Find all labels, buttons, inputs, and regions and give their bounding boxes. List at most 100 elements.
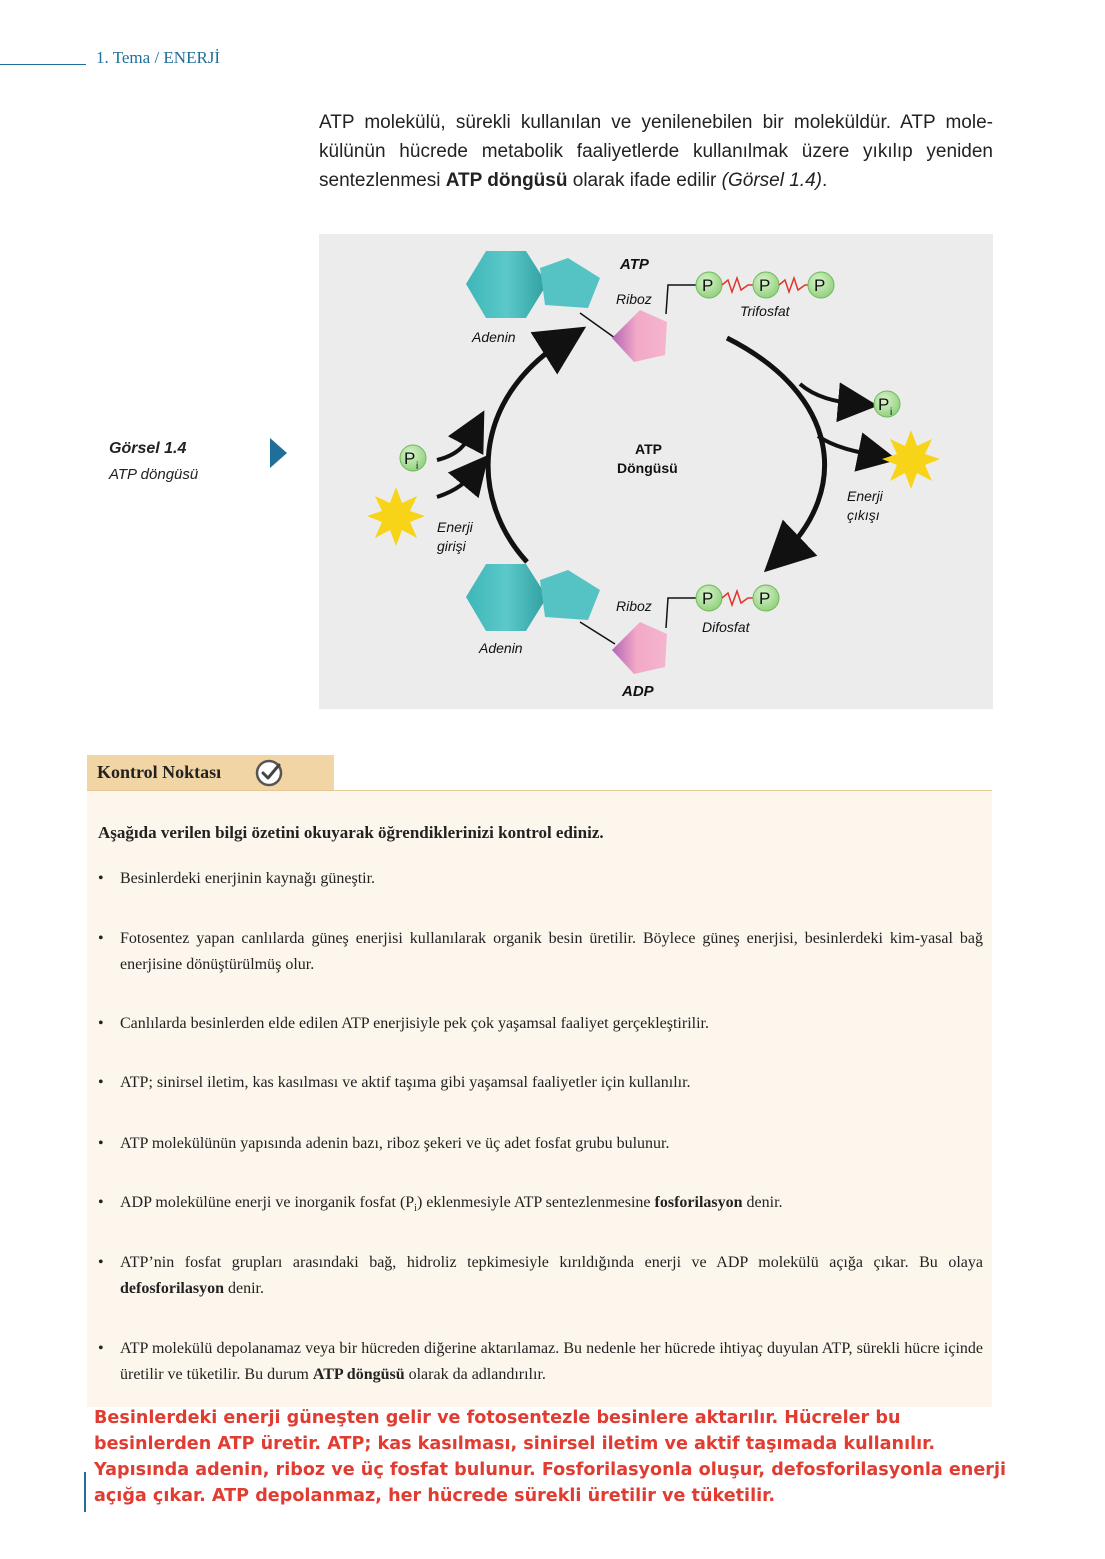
adenin-top-label: Adenin — [471, 329, 516, 345]
synthesis-arrow-icon — [485, 326, 587, 564]
energy-output-line1: Enerji — [847, 488, 884, 504]
bullet-text-mid: ) eklenmesiyle ATP sentezlenmesine — [416, 1194, 655, 1211]
list-item: • ATP molekülünün yapısında adenin bazı, … — [98, 1131, 983, 1157]
adp-phosphate-1-label: P — [702, 589, 713, 608]
cycle-label-line1: ATP — [635, 441, 662, 457]
riboz-top-label: Riboz — [616, 291, 652, 307]
pi-input-arrow-icon — [436, 410, 485, 462]
atp-cycle-figure: ATP Adenin Riboz P P P Trifosfat ATP Dö — [319, 234, 993, 709]
energy-input-arrow-icon — [436, 454, 489, 499]
bullet-dot: • — [98, 1015, 104, 1032]
adp-bond-icon — [721, 588, 753, 608]
adenine-hexagon-icon — [466, 251, 547, 318]
pi-input-icon: P i — [399, 444, 427, 472]
kontrol-divider — [87, 790, 992, 791]
bullet-dot: • — [98, 870, 104, 887]
bullet-text: ATP molekülünün yapısında adenin bazı, r… — [120, 1135, 670, 1152]
kontrol-lead-text: Aşağıda verilen bilgi özetini okuyarak ö… — [98, 823, 604, 842]
bullet-dot: • — [98, 1194, 104, 1211]
adp-molecule: Adenin Riboz P P Difosfat ADP — [466, 564, 780, 700]
bullet-dot: • — [98, 1135, 104, 1152]
energy-input-star-icon — [367, 487, 425, 546]
bullet-text-post: denir. — [742, 1194, 783, 1211]
high-energy-bond-1-icon — [721, 275, 753, 295]
checkmark-icon — [255, 759, 285, 792]
phosphate-3-label: P — [814, 276, 825, 295]
list-item: • Besinlerdeki enerjinin kaynağı güneştir… — [98, 866, 983, 892]
hydrolysis-arrow-icon — [725, 335, 827, 573]
adp-phosphate-2-icon — [752, 584, 780, 612]
caption-pointer-icon — [270, 438, 287, 468]
energy-output-arrow-icon — [816, 432, 898, 472]
bullet-text: ATP; sinirsel iletim, kas kasılması ve a… — [120, 1074, 691, 1091]
ribose-pentagon-bottom-icon — [612, 622, 667, 674]
adenine-pentagon-icon — [540, 258, 600, 308]
intro-end: . — [821, 170, 828, 191]
list-item: • Canlılarda besinlerden elde edilen ATP … — [98, 1011, 983, 1037]
list-item: •ATP’nin fosfat grupları arasındaki bağ,… — [98, 1250, 983, 1302]
pi-output-arrow-icon — [798, 382, 878, 423]
bullet-text: ATP’nin fosfat grupları arasındaki bağ, … — [120, 1250, 983, 1302]
atp-cycle-diagram: ATP Adenin Riboz P P P Trifosfat ATP Dö — [367, 251, 940, 700]
pi-output-p: P — [878, 395, 889, 414]
bullet-text-pre: ATP’nin fosfat grupları arasındaki bağ, … — [120, 1254, 983, 1271]
bullet-dot: • — [98, 930, 104, 947]
intro-bold: ATP döngüsü — [445, 170, 568, 191]
intro-text-1: ATP molekülü, sürekli kullanılan ve yeni… — [319, 112, 993, 191]
bullet-text: Besinlerdeki enerjinin kaynağı güneştir. — [120, 870, 376, 887]
adp-label: ADP — [621, 683, 655, 700]
intro-paragraph: ATP molekülü, sürekli kullanılan ve yeni… — [319, 108, 993, 195]
kontrol-noktasi-header: Kontrol Noktası — [87, 755, 334, 790]
bullet-subscript: i — [414, 1203, 417, 1215]
energy-output-line2: çıkışı — [847, 507, 880, 523]
bullet-text-post: denir. — [224, 1280, 264, 1297]
phosphate-1-label: P — [702, 276, 713, 295]
kontrol-content-box — [87, 791, 992, 1407]
bullet-text: ADP molekülüne enerji ve inorganik fosfa… — [120, 1190, 983, 1222]
phosphate-3-icon — [807, 271, 835, 299]
riboz-bottom-label: Riboz — [616, 598, 652, 614]
list-item: • ATP; sinirsel iletim, kas kasılması ve … — [98, 1070, 983, 1096]
adenine-pentagon-bottom-icon — [540, 570, 600, 620]
bullet-text: Canlılarda besinlerden elde edilen ATP e… — [120, 1015, 709, 1032]
header-rule — [0, 64, 86, 65]
bullet-bold-term: ATP döngüsü — [312, 1366, 405, 1383]
energy-output-star-icon — [882, 430, 940, 489]
atp-label: ATP — [619, 256, 650, 273]
pi-output-icon: P i — [873, 390, 901, 418]
adp-phosphate-2-label: P — [759, 589, 770, 608]
pi-input-p: P — [404, 449, 415, 468]
pi-output-i: i — [890, 407, 892, 418]
summary-answer-text: Besinlerdeki enerji güneşten gelir ve fo… — [94, 1408, 1007, 1506]
bullet-text: ATP molekülü depolanamaz veya bir hücred… — [120, 1336, 983, 1388]
intro-figure-ref: (Görsel 1.4) — [721, 170, 822, 191]
list-item: • ATP molekülü depolanamaz veya bir hücre… — [98, 1336, 983, 1388]
adenine-hexagon-bottom-icon — [466, 564, 547, 631]
ribose-pentagon-icon — [612, 310, 667, 362]
cycle-label-line2: Döngüsü — [617, 460, 678, 476]
bullet-text-post: olarak da adlandırılır. — [404, 1366, 546, 1383]
bullet-dot: • — [98, 1340, 104, 1357]
difosfat-label: Difosfat — [702, 619, 751, 635]
bullet-bold-term: defosforilasyon — [120, 1280, 224, 1297]
intro-text-2: olarak ifade edilir — [567, 170, 722, 191]
bullet-text: Fotosentez yapan canlılarda güneş enerji… — [120, 930, 983, 973]
bullet-text-pre: ADP molekülüne enerji ve inorganik fosfa… — [120, 1194, 415, 1211]
list-item: • Fotosentez yapan canlılarda güneş enerj… — [98, 926, 983, 978]
bullet-dot: • — [98, 1074, 104, 1091]
phosphate-2-label: P — [759, 276, 770, 295]
figure-caption-subtitle: ATP döngüsü — [109, 466, 199, 483]
high-energy-bond-2-icon — [778, 275, 809, 295]
energy-input-line1: Enerji — [437, 519, 474, 535]
kontrol-title: Kontrol Noktası — [97, 762, 222, 782]
energy-input-line2: girişi — [437, 538, 467, 554]
trifosfat-label: Trifosfat — [740, 303, 791, 319]
adenin-bottom-label: Adenin — [478, 640, 523, 656]
figure-caption-title: Görsel 1.4 — [109, 440, 187, 457]
margin-marker — [84, 1472, 86, 1512]
pi-input-i: i — [416, 461, 418, 472]
bullet-bold-term: fosforilasyon — [654, 1194, 743, 1211]
bullet-text-pre: ATP molekülü depolanamaz veya bir hücred… — [120, 1340, 983, 1383]
page-header: 1. Tema / ENERJİ — [96, 48, 221, 67]
atp-molecule: ATP Adenin Riboz P P P Trifosfat — [466, 251, 835, 362]
